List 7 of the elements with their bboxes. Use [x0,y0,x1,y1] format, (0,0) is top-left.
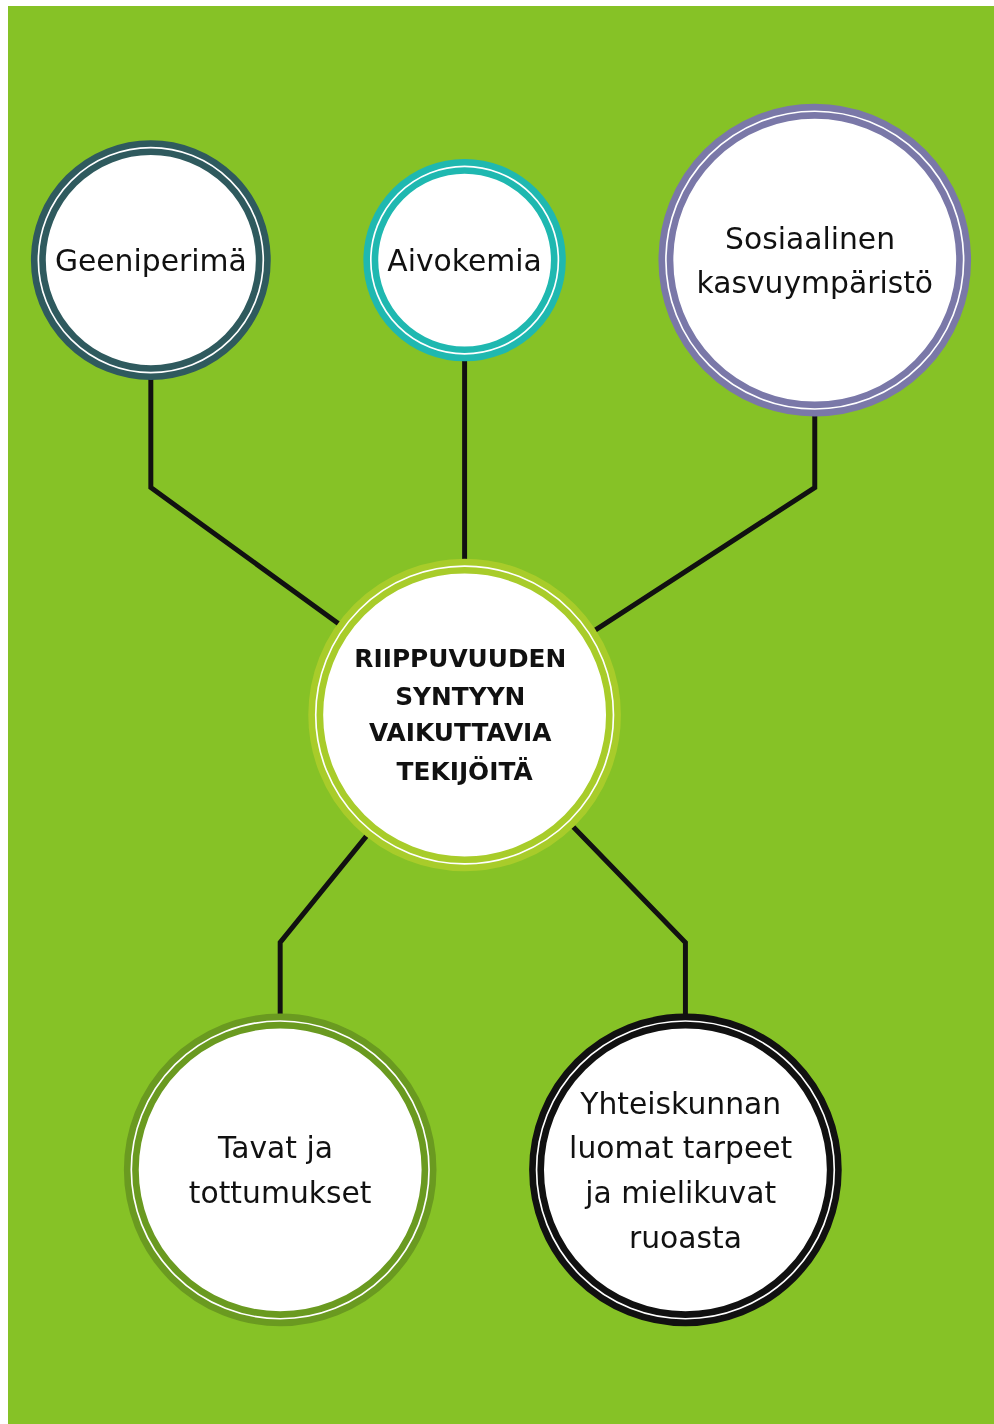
node-circle: Aivokemia [363,158,566,362]
node-circle: Tavat ja tottumukset [123,1013,437,1327]
node-circle: RIIPPUVUUDEN SYNTYYN VAIKUTTAVIA TEKIJÖITÄ [308,558,621,872]
connector [462,358,468,562]
node-circle: Sosiaalinen kasvuympäristö [658,103,972,417]
node-circle: Yhteiskunnan luomat tarpeet ja mielikuvat ruoasta [529,1013,842,1327]
node-circle: Geeniperimä [30,140,271,381]
